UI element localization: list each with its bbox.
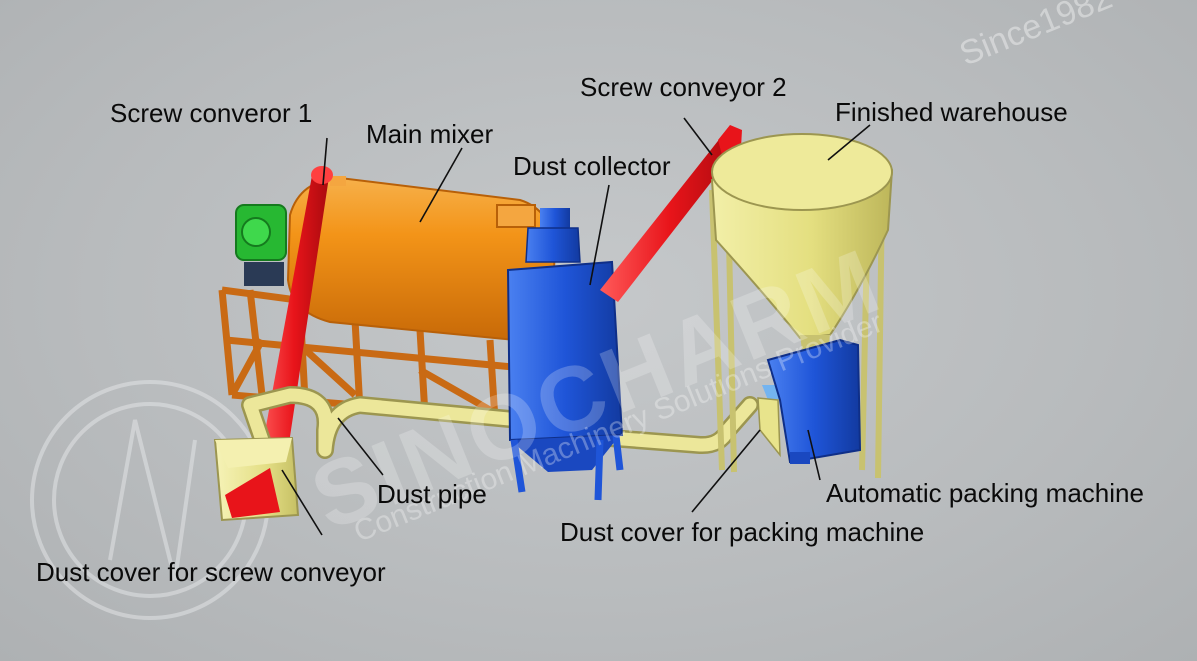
label-finished-warehouse: Finished warehouse <box>835 97 1068 127</box>
label-dust-cover-screw: Dust cover for screw conveyor <box>36 557 386 587</box>
dust-collector <box>506 208 624 501</box>
label-screw-conveyor-2: Screw conveyor 2 <box>580 72 787 102</box>
leader-screw-conveyor-1 <box>322 137 328 186</box>
leader-finished-warehouse <box>827 124 871 161</box>
label-dust-collector: Dust collector <box>513 151 671 181</box>
label-screw-conveyor-1: Screw converor 1 <box>110 98 313 128</box>
leader-dust-collector <box>589 184 610 286</box>
label-automatic-packing-machine: Automatic packing machine <box>826 478 1144 508</box>
leader-screw-conveyor-2 <box>683 117 713 156</box>
automatic-packing-machine <box>757 338 862 464</box>
dust-cover-screw-conveyor <box>213 436 300 522</box>
leader-main-mixer <box>419 147 463 223</box>
label-main-mixer: Main mixer <box>366 119 494 149</box>
motor-gearbox <box>235 204 287 286</box>
leader-dust-pipe <box>337 417 384 476</box>
leader-dust-cover-packing <box>691 429 761 513</box>
leader-dust-cover-screw <box>281 469 323 536</box>
leader-packing-machine <box>807 429 821 481</box>
label-dust-pipe: Dust pipe <box>377 479 487 509</box>
dust-pipe <box>241 386 759 459</box>
finished-warehouse <box>709 133 894 479</box>
label-dust-cover-packing: Dust cover for packing machine <box>560 517 925 547</box>
leader-lines <box>281 117 871 536</box>
